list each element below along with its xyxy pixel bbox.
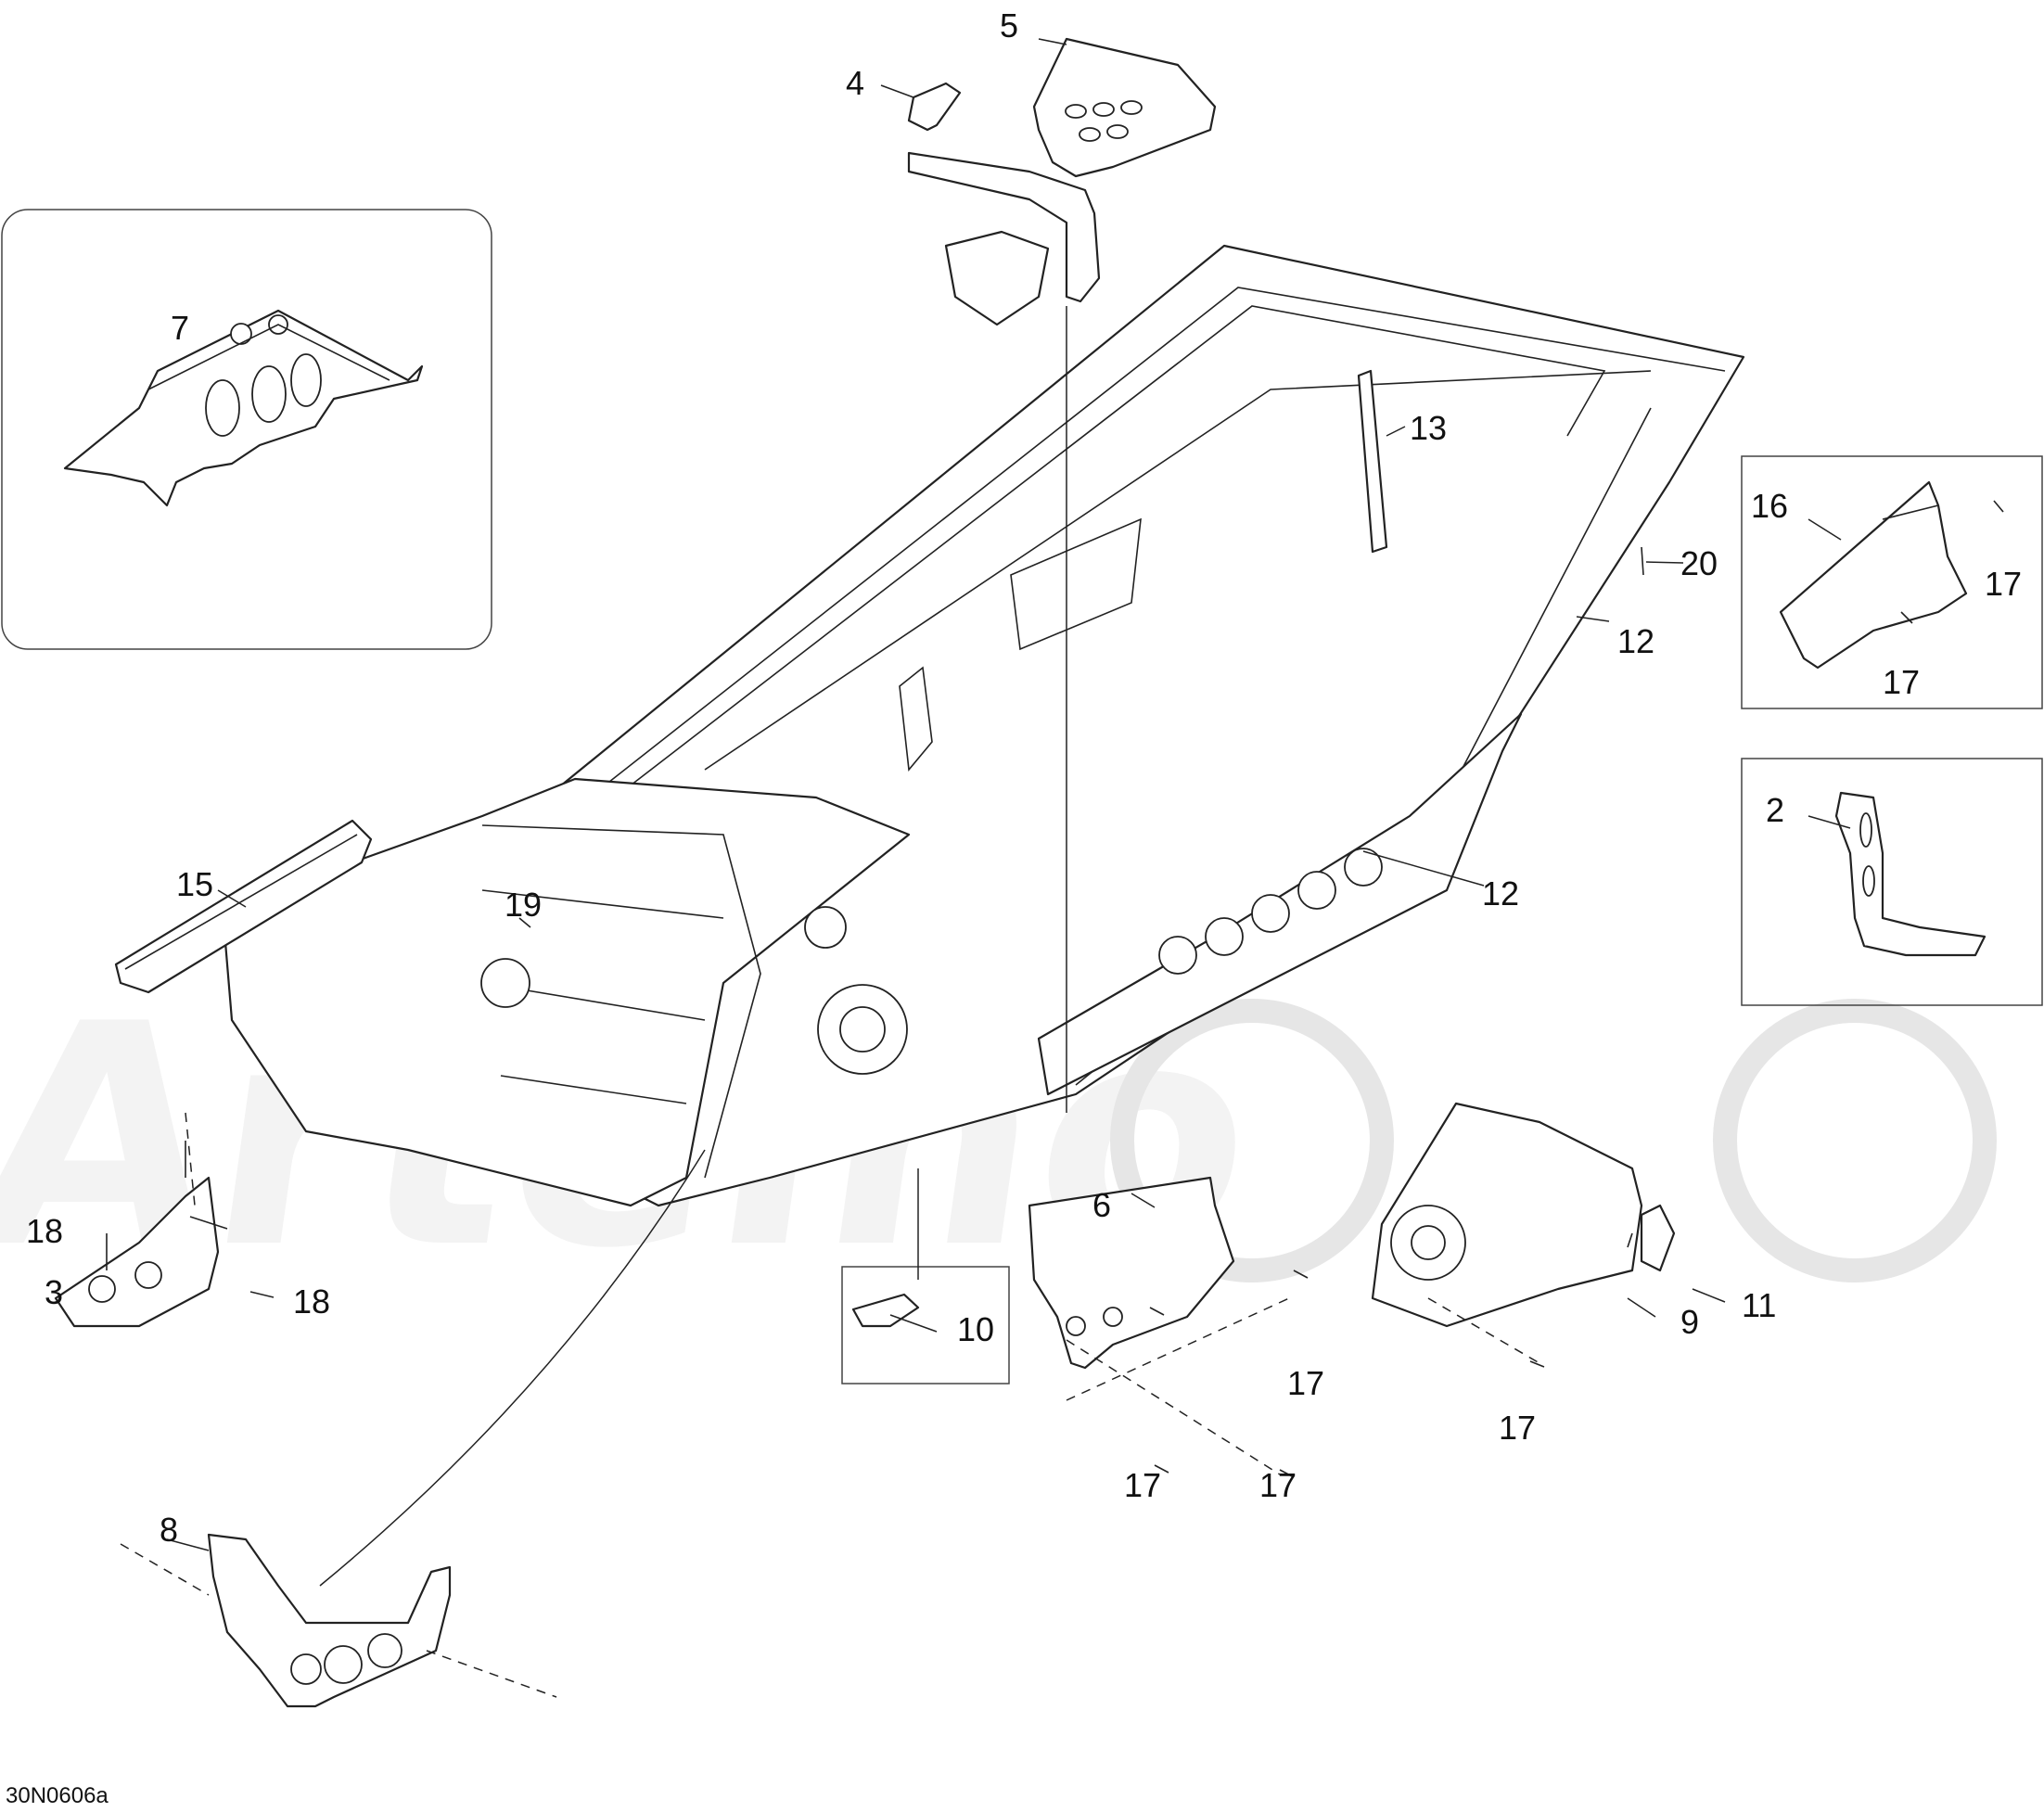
callout-9: 9 [1680, 1303, 1699, 1341]
part-7-seat-bracket [63, 309, 424, 507]
callout-7: 7 [171, 309, 189, 347]
part-2-bracket [1834, 791, 1987, 957]
callout-2: 2 [1766, 791, 1784, 829]
figure-code: 30N0606a [6, 1783, 109, 1808]
tunnel-frame [221, 244, 1745, 1207]
part-10-plate [851, 1293, 920, 1328]
callout-18-left: 18 [26, 1212, 63, 1250]
part-11-clip [1640, 1204, 1676, 1272]
part-9-plate [1371, 1102, 1643, 1328]
callout-5: 5 [1000, 6, 1018, 45]
callout-10: 10 [957, 1310, 994, 1348]
inset-box-part-2 [1741, 758, 2043, 1006]
part-4-grab-handle [907, 82, 1101, 326]
rivets [106, 500, 2004, 1478]
part-5-plate [1032, 37, 1217, 178]
part-6-plate [1028, 1176, 1235, 1370]
inset-box-part-10 [841, 1266, 1010, 1385]
callout-3: 3 [45, 1273, 63, 1311]
part-15-rail [114, 819, 373, 994]
part-3-bracket [54, 1176, 220, 1328]
callout-17-b: 17 [1883, 663, 1920, 701]
callout-19: 19 [505, 886, 542, 924]
callout-16: 16 [1751, 487, 1788, 525]
part-8-bracket [207, 1149, 706, 1708]
inset-box-part-7 [1, 209, 492, 650]
inset-box-part-16 [1741, 455, 2043, 709]
callout-17-c: 17 [1287, 1364, 1324, 1402]
callout-17-f: 17 [1499, 1409, 1536, 1447]
callout-20: 20 [1680, 544, 1718, 582]
callouts: 7 5 4 13 20 12 12 16 17 17 2 15 19 18 3 … [26, 6, 2022, 1549]
callout-18-right: 18 [293, 1282, 330, 1321]
callout-11: 11 [1742, 1286, 1776, 1324]
callout-17-a: 17 [1985, 565, 2022, 603]
callout-17-e: 17 [1259, 1466, 1297, 1504]
callout-8: 8 [160, 1511, 178, 1549]
callout-15: 15 [176, 865, 213, 903]
leader-lines [120, 38, 1851, 1698]
callout-12-rear: 12 [1617, 622, 1654, 660]
callout-12-mid: 12 [1482, 874, 1519, 912]
callout-4: 4 [846, 64, 864, 102]
callout-6: 6 [1092, 1186, 1111, 1224]
callout-13: 13 [1410, 409, 1447, 447]
callout-17-d: 17 [1124, 1466, 1161, 1504]
part-16-bracket [1779, 480, 1968, 670]
